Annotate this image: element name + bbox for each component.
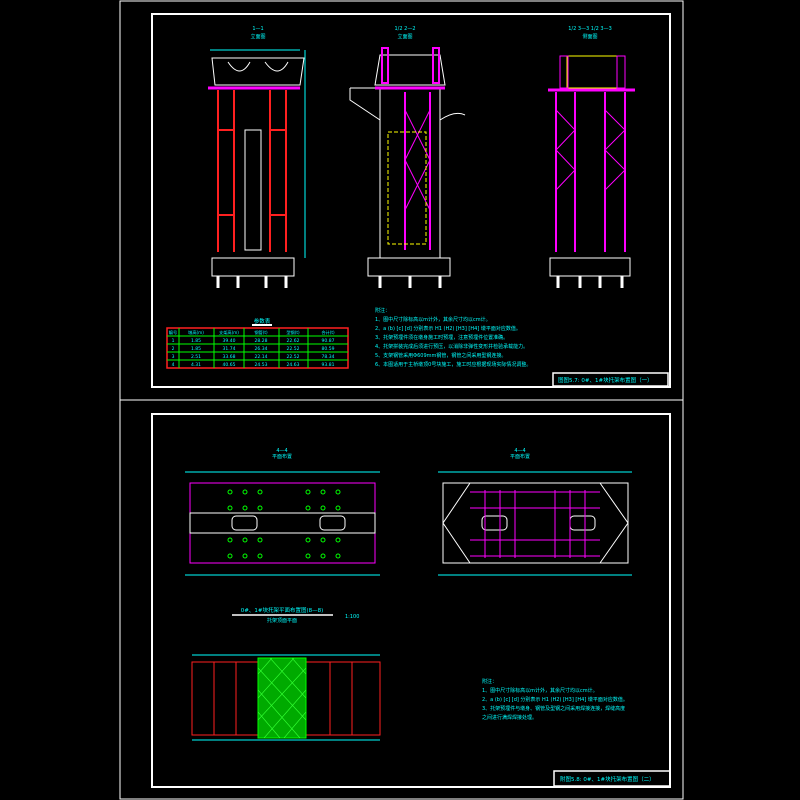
svg-text:1: 1 [172, 338, 175, 344]
table-header: 墩高(m) [188, 329, 204, 336]
view-title: 1—1 [252, 26, 263, 32]
svg-text:24.53: 24.53 [255, 362, 268, 368]
svg-text:22.14: 22.14 [255, 354, 268, 360]
elevation-view-1: 1—1 立面图 [208, 26, 306, 288]
svg-text:78.34: 78.34 [322, 354, 335, 360]
svg-text:3、托架预埋件与墩身、钢管及型钢之间采用焊接连接，焊缝高度: 3、托架预埋件与墩身、钢管及型钢之间采用焊接连接，焊缝高度 [482, 705, 625, 712]
view-title: 4—4 [276, 448, 287, 454]
title-block-text: 附图5.8: 0#、1#块托架布置图（二） [560, 775, 655, 783]
plan-view-2: 4—4 平面布置 [438, 448, 632, 576]
svg-text:1、图中尺寸除标高以m计外，其余尺寸均以cm计。: 1、图中尺寸除标高以m计外，其余尺寸均以cm计。 [482, 687, 598, 694]
table-row: 3 2.51 33.68 22.14 22.52 78.34 [172, 354, 335, 360]
table-header: 支架高(m) [219, 329, 239, 336]
plan-title: 0#、1#块托架平面布置图(8—8) [241, 606, 324, 614]
svg-text:33.68: 33.68 [223, 354, 236, 360]
elevation-view-3: 1/2 3—3 1/2 3—3 侧面图 [548, 26, 635, 288]
svg-text:39.40: 39.40 [223, 338, 236, 344]
svg-text:6、本图适用于主桥墩顶0号块施工，施工时应根据现场实际情况调: 6、本图适用于主桥墩顶0号块施工，施工时应根据现场实际情况调整。 [375, 361, 531, 368]
plan-view-1: 4—4 平面布置 [185, 448, 380, 576]
svg-text:2: 2 [172, 346, 175, 352]
svg-text:4.31: 4.31 [191, 362, 201, 368]
svg-text:2、a (b) [c] [d] 分别表示 H1 (H2) [: 2、a (b) [c] [d] 分别表示 H1 (H2) [H3] [H4] 墩… [375, 325, 521, 332]
sheet-1-border [151, 13, 671, 388]
table-row: 4 4.31 40.65 24.53 24.63 93.81 [172, 362, 335, 368]
pile-markers [227, 489, 341, 559]
scale-label: 1:100 [345, 614, 359, 620]
svg-text:之间进行满焊焊接处理。: 之间进行满焊焊接处理。 [482, 714, 537, 721]
table-row: 1 1.85 39.40 28.28 22.62 90.87 [172, 338, 335, 344]
svg-text:1.85: 1.85 [191, 346, 201, 352]
svg-text:80.59: 80.59 [322, 346, 335, 352]
svg-text:附注：: 附注： [482, 678, 497, 685]
view-subtitle: 立面图 [250, 33, 265, 40]
section-plan: 0#、1#块托架平面布置图(8—8) 托架顶面平面 1:100 [191, 606, 381, 741]
svg-text:31.74: 31.74 [223, 346, 236, 352]
view-title: 1/2 3—3 1/2 3—3 [568, 26, 612, 32]
title-block-text: 图图5.7: 0#、1#块托架布置图（一） [558, 376, 653, 384]
svg-text:24.63: 24.63 [287, 362, 300, 368]
table-header: 型钢(t) [286, 329, 300, 336]
svg-text:1、图中尺寸除标高以m计外，其余尺寸均以cm计。: 1、图中尺寸除标高以m计外，其余尺寸均以cm计。 [375, 316, 491, 323]
plan-subtitle: 托架顶面平面 [267, 617, 297, 624]
table-header: 编号 [169, 329, 177, 336]
table-header: 钢管(t) [254, 329, 268, 336]
svg-text:3: 3 [172, 354, 175, 360]
svg-text:93.81: 93.81 [322, 362, 335, 368]
svg-text:40.65: 40.65 [223, 362, 236, 368]
notes-1: 附注： 1、图中尺寸除标高以m计外，其余尺寸均以cm计。 2、a (b) [c]… [375, 307, 531, 368]
elevation-view-2: 1/2 2—2 立面图 [349, 26, 466, 288]
view-subtitle: 侧面图 [582, 33, 597, 40]
sheet-2: 4—4 平面布置 4—4 平面布置 [151, 413, 671, 788]
sheet-2-border [151, 413, 671, 788]
notes-2: 附注： 1、图中尺寸除标高以m计外，其余尺寸均以cm计。 2、a (b) [c]… [482, 678, 628, 721]
table-title: 参数表 [254, 317, 271, 325]
view-subtitle: 立面图 [397, 33, 412, 40]
svg-text:22.52: 22.52 [287, 346, 300, 352]
view-title: 1/2 2—2 [395, 26, 416, 32]
svg-text:22.62: 22.62 [287, 338, 300, 344]
svg-text:2、a (b) [c] [d] 分别表示 H1 (H2) [: 2、a (b) [c] [d] 分别表示 H1 (H2) [H3] [H4] 墩… [482, 696, 628, 703]
svg-text:90.87: 90.87 [322, 338, 335, 344]
view-subtitle: 平面布置 [510, 453, 530, 460]
svg-text:1.85: 1.85 [191, 338, 201, 344]
svg-text:22.52: 22.52 [287, 354, 300, 360]
svg-text:附注：: 附注： [375, 307, 390, 314]
svg-text:3、托架预埋件须在墩身施工时预埋，注意预埋件位置准确。: 3、托架预埋件须在墩身施工时预埋，注意预埋件位置准确。 [375, 334, 508, 341]
view-subtitle: 平面布置 [272, 453, 292, 460]
svg-text:4、托架拼装完成后须进行预压，以消除非弹性变形并检验承载能力: 4、托架拼装完成后须进行预压，以消除非弹性变形并检验承载能力。 [375, 343, 528, 350]
svg-text:2.51: 2.51 [191, 354, 201, 360]
sheet-1: 1—1 立面图 1/2 2—2 立面图 [151, 13, 671, 388]
table-header: 合计(t) [321, 329, 335, 336]
title-block-1 [552, 372, 669, 387]
table-row: 2 1.85 31.74 26.34 22.52 80.59 [172, 346, 335, 352]
svg-text:5、支架钢管采用Φ609mm钢管，钢管之间采用型钢连接。: 5、支架钢管采用Φ609mm钢管，钢管之间采用型钢连接。 [375, 352, 506, 359]
title-block-2 [553, 770, 671, 787]
view-title: 4—4 [514, 448, 525, 454]
svg-text:28.28: 28.28 [255, 338, 268, 344]
svg-text:4: 4 [172, 362, 175, 368]
svg-text:26.34: 26.34 [255, 346, 268, 352]
